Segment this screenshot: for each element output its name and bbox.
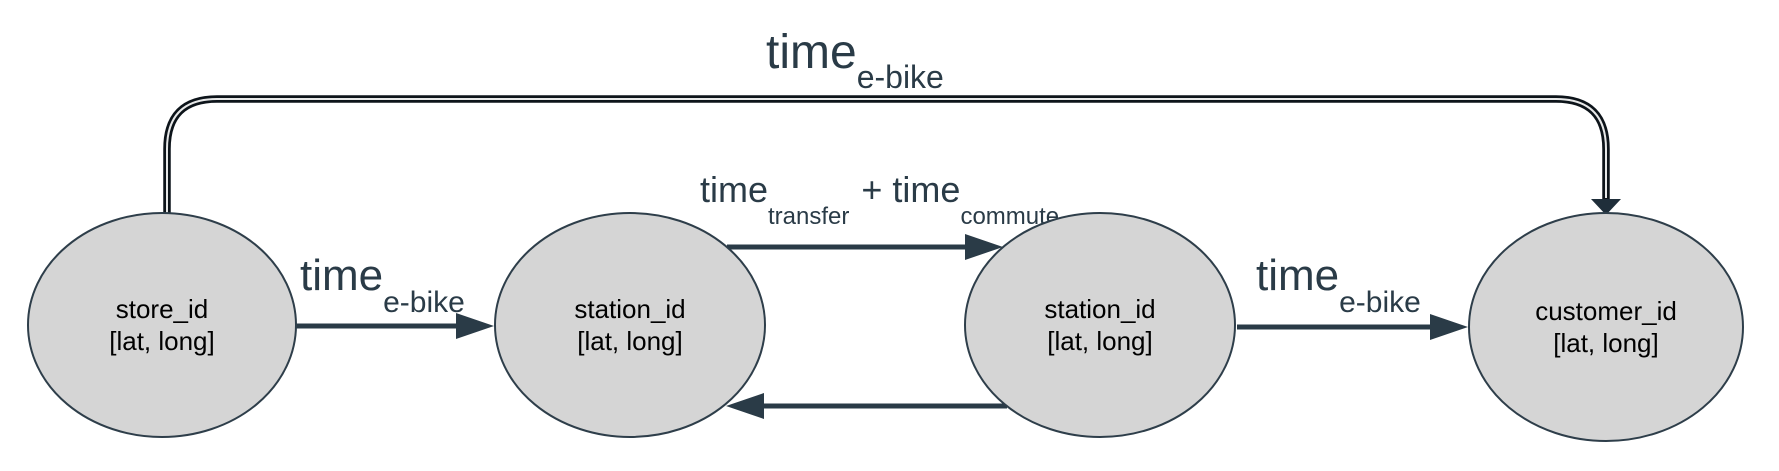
node-station-a-ellipse xyxy=(494,212,766,438)
edge-store-to-station-a: timee-bike xyxy=(296,251,494,339)
node-station-a: station_id [lat, long] xyxy=(494,212,766,438)
arrowhead-left-icon xyxy=(726,393,764,419)
edge-store-to-customer-line-core xyxy=(166,98,1607,214)
node-store: store_id [lat, long] xyxy=(27,212,297,438)
node-station-a-line1: station_id xyxy=(574,294,685,324)
edge-station-b-to-station-a xyxy=(726,393,1007,419)
edge-label-time-ebike-top: timee-bike xyxy=(766,26,944,95)
arrowhead-right-icon xyxy=(1430,314,1468,340)
arrowhead-right-icon xyxy=(456,313,494,339)
edge-station-a-to-station-b: timetransfer+ timecommute xyxy=(700,169,1059,260)
node-customer-line1: customer_id xyxy=(1535,296,1677,326)
node-customer-ellipse xyxy=(1468,212,1744,442)
edge-store-to-customer: timee-bike xyxy=(163,26,1621,215)
node-store-line2: [lat, long] xyxy=(109,326,215,356)
edge-label-transfer-commute: timetransfer+ timecommute xyxy=(700,169,1059,230)
node-store-ellipse xyxy=(27,212,297,438)
node-station-b-ellipse xyxy=(964,212,1236,438)
node-customer: customer_id [lat, long] xyxy=(1468,212,1744,442)
arrowhead-down-icon xyxy=(1591,199,1621,215)
arrowhead-right-icon xyxy=(965,234,1003,260)
edge-station-b-to-customer: timee-bike xyxy=(1237,251,1468,340)
node-station-b-line1: station_id xyxy=(1044,294,1155,324)
node-store-line1: store_id xyxy=(116,294,209,324)
node-station-a-line2: [lat, long] xyxy=(577,326,683,356)
edge-label-time-ebike-left: timee-bike xyxy=(300,251,465,319)
edge-label-time-ebike-right: timee-bike xyxy=(1256,251,1421,319)
node-station-b: station_id [lat, long] xyxy=(964,212,1236,438)
node-station-b-line2: [lat, long] xyxy=(1047,326,1153,356)
node-customer-line2: [lat, long] xyxy=(1553,328,1659,358)
